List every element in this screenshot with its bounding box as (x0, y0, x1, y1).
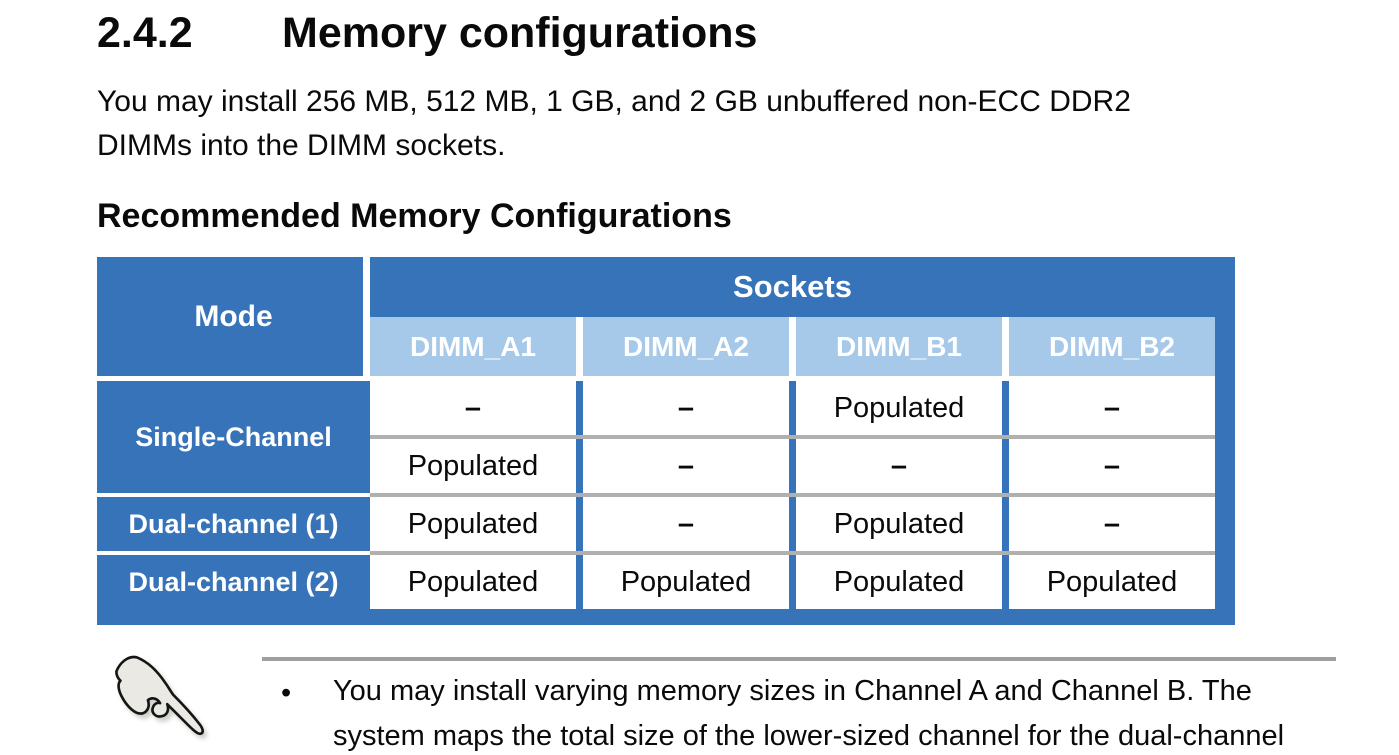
header-gap (576, 317, 583, 376)
table-cell: Populated (796, 555, 1002, 609)
row-divider (370, 493, 1215, 497)
mode-cell: Dual-channel (2) (128, 566, 339, 597)
table-cell: – (583, 381, 789, 435)
note-bullet: • (281, 677, 292, 709)
sockets-header-cell: Sockets (733, 269, 852, 304)
note-text-line: system maps the total size of the lower-… (333, 720, 1285, 752)
note-text-line: You may install varying memory sizes in … (333, 675, 1252, 707)
dimm-header-cell: DIMM_A1 (370, 317, 576, 376)
table-cell: – (796, 439, 1002, 493)
dimm-header-cell: DIMM_B1 (796, 317, 1002, 376)
memory-config-table: Mode Sockets DIMM_A1 DIMM_A2 DIMM_B1 DIM… (97, 257, 1235, 625)
header-vertical-divider (363, 257, 370, 381)
header-gap (1002, 317, 1009, 376)
dimm-header-cell: DIMM_A2 (583, 317, 789, 376)
header-bottom-divider (97, 376, 1215, 381)
table-cell: Populated (370, 497, 576, 551)
table-cell: Populated (370, 439, 576, 493)
mode-cell: Single-Channel (135, 421, 332, 452)
table-cell: – (583, 439, 789, 493)
row-divider (370, 551, 1215, 555)
table-cell: Populated (1009, 555, 1215, 609)
header-gap (789, 317, 796, 376)
mode-cell: Dual-channel (1) (128, 508, 339, 539)
table-cell: Populated (583, 555, 789, 609)
mode-row-divider (97, 493, 370, 497)
row-divider (370, 435, 1215, 439)
note-divider-line (262, 657, 1336, 661)
table-cell: – (1009, 381, 1215, 435)
intro-paragraph: You may install 256 MB, 512 MB, 1 GB, an… (97, 80, 1131, 168)
table-cell: Populated (796, 381, 1002, 435)
intro-line: You may install 256 MB, 512 MB, 1 GB, an… (97, 85, 1131, 118)
table-cell: Populated (796, 497, 1002, 551)
section-heading: 2.4.2 Memory configurations (97, 8, 757, 58)
table-subheading: Recommended Memory Configurations (97, 197, 732, 235)
table-cell: – (1009, 439, 1215, 493)
dimm-header-cell: DIMM_B2 (1009, 317, 1215, 376)
section-title: Memory configurations (282, 9, 758, 57)
table-cell: – (583, 497, 789, 551)
mode-row-divider (97, 551, 370, 555)
pointing-hand-icon (115, 655, 204, 736)
section-number: 2.4.2 (97, 9, 193, 57)
table-cell: Populated (370, 555, 576, 609)
table-cell: – (370, 381, 576, 435)
intro-line: DIMMs into the DIMM sockets. (97, 129, 506, 162)
mode-header-cell: Mode (194, 299, 273, 333)
note-text: You may install varying memory sizes in … (333, 669, 1284, 755)
table-cell: – (1009, 497, 1215, 551)
